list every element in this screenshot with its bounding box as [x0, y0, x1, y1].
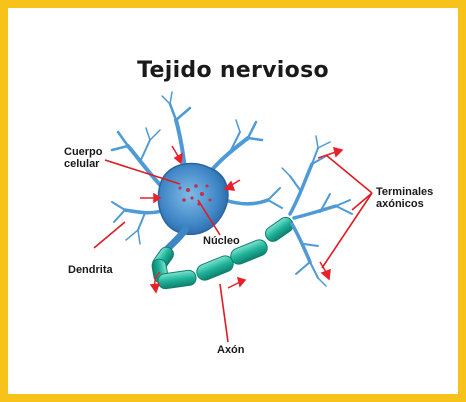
label-axon: Axón: [217, 344, 245, 356]
label-cuerpo-line2: celular: [64, 158, 103, 170]
label-dendrita: Dendrita: [68, 264, 113, 276]
label-terminales-line2: axónicos: [376, 198, 433, 210]
label-cuerpo-line1: Cuerpo: [64, 146, 103, 158]
label-cuerpo-celular: Cuerpo celular: [64, 146, 103, 170]
label-terminales-line1: Terminales: [376, 186, 433, 198]
axon-terminals: [282, 136, 352, 286]
label-terminales-axonicos: Terminales axónicos: [376, 186, 433, 210]
label-nucleo: Núcleo: [203, 235, 240, 247]
leader-lines: [94, 155, 372, 342]
